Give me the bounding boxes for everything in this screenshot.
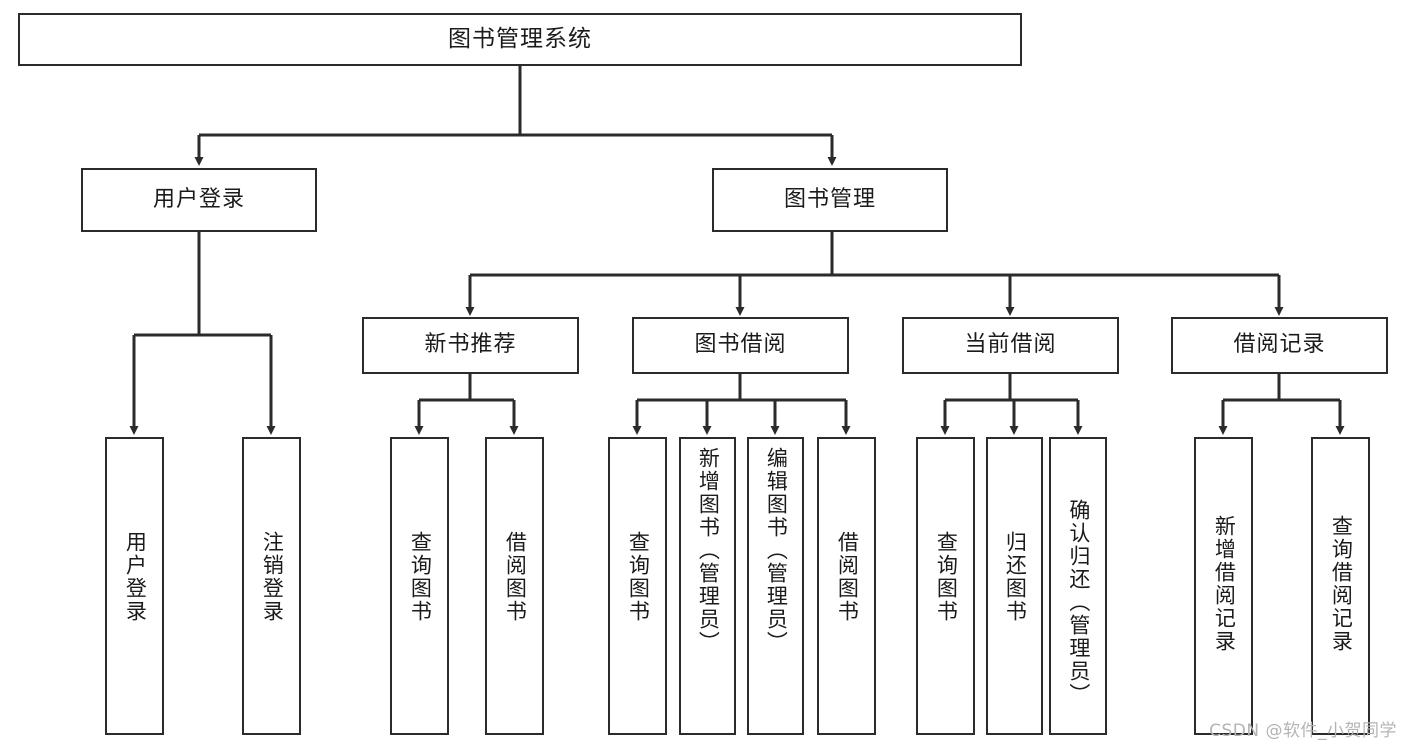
node-label: 新增图书（管理员） xyxy=(696,447,721,654)
leaf-borrow-record-query[interactable]: 查询借阅记录 xyxy=(1311,437,1370,735)
node-current-borrow[interactable]: 当前借阅 xyxy=(902,317,1119,374)
leaf-book-borrow-add[interactable]: 新增图书（管理员） xyxy=(679,437,736,735)
node-label: 查询图书 xyxy=(408,531,433,623)
node-label: 确认归还（管理员） xyxy=(1066,499,1091,706)
node-label: 注销登录 xyxy=(260,531,285,623)
leaf-current-borrow-query[interactable]: 查询图书 xyxy=(916,437,975,735)
node-borrow-record[interactable]: 借阅记录 xyxy=(1171,317,1388,374)
node-new-book-recommend[interactable]: 新书推荐 xyxy=(362,317,579,374)
node-label: 用户登录 xyxy=(123,531,148,623)
node-root-system[interactable]: 图书管理系统 xyxy=(18,13,1022,66)
node-label: 查询图书 xyxy=(934,531,959,623)
node-label: 借阅图书 xyxy=(835,531,860,623)
node-label: 借阅图书 xyxy=(503,531,528,623)
node-label: 图书借阅 xyxy=(694,332,787,358)
leaf-new-books-borrow[interactable]: 借阅图书 xyxy=(485,437,544,735)
node-label: 新书推荐 xyxy=(424,332,517,358)
node-label: 查询图书 xyxy=(626,531,651,623)
leaf-current-borrow-return[interactable]: 归还图书 xyxy=(986,437,1043,735)
leaf-book-borrow-query[interactable]: 查询图书 xyxy=(608,437,667,735)
leaf-current-borrow-confirm[interactable]: 确认归还（管理员） xyxy=(1049,437,1107,735)
node-user-login[interactable]: 用户登录 xyxy=(81,168,317,232)
node-label: 归还图书 xyxy=(1003,531,1028,623)
leaf-new-books-query[interactable]: 查询图书 xyxy=(390,437,449,735)
node-label: 用户登录 xyxy=(152,186,245,212)
node-label: 当前借阅 xyxy=(964,332,1057,358)
node-label: 借阅记录 xyxy=(1233,332,1326,358)
node-label: 新增借阅记录 xyxy=(1212,515,1237,653)
leaf-user-login-signout[interactable]: 注销登录 xyxy=(242,437,301,735)
node-label: 查询借阅记录 xyxy=(1329,515,1354,653)
leaf-book-borrow-lend[interactable]: 借阅图书 xyxy=(817,437,876,735)
watermark-text: CSDN @软件_小贺同学 xyxy=(1209,721,1397,741)
leaf-borrow-record-add[interactable]: 新增借阅记录 xyxy=(1194,437,1253,735)
leaf-book-borrow-edit[interactable]: 编辑图书（管理员） xyxy=(747,437,804,735)
node-book-management[interactable]: 图书管理 xyxy=(712,168,948,232)
node-book-borrow[interactable]: 图书借阅 xyxy=(632,317,849,374)
node-label: 编辑图书（管理员） xyxy=(764,447,789,654)
node-label: 图书管理系统 xyxy=(448,25,592,52)
node-label: 图书管理 xyxy=(783,186,876,212)
leaf-user-login-signin[interactable]: 用户登录 xyxy=(105,437,164,735)
